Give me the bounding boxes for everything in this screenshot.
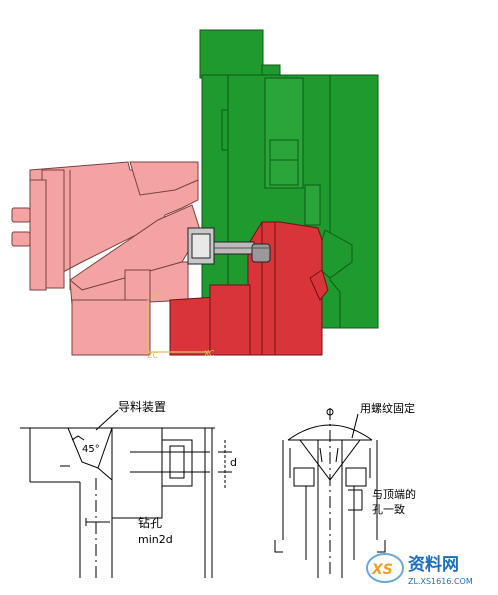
xc-label: XC [204,349,215,358]
drill-size-label: min2d [138,533,173,546]
watermark-logo-icon: XS [371,562,393,578]
hole-align-label-1: 与顶端的 [372,487,416,501]
detail-right [274,408,386,578]
hole-align-label-2: 孔一致 [372,502,405,516]
dim-d-label: d [230,456,237,469]
zc-bottom-label: ZC [147,351,158,360]
watermark-brand: 资料网 [408,554,459,575]
angle-label: 45° [82,444,100,455]
detail-left [20,409,232,578]
thread-fix-label: 用螺纹固定 [360,401,415,415]
watermark: XS 资料网 ZL.XS1616.COM [366,553,473,586]
zc-top-label: ZC [150,293,161,302]
guide-device-label: 导料装置 [118,400,166,414]
axis-triad: ZC ZC XC [147,293,215,360]
piercing-punch [187,227,271,265]
cam-slide-pink [11,161,201,356]
drill-label: 钻孔 [138,515,162,530]
watermark-url: ZL.XS1616.COM [408,577,473,586]
